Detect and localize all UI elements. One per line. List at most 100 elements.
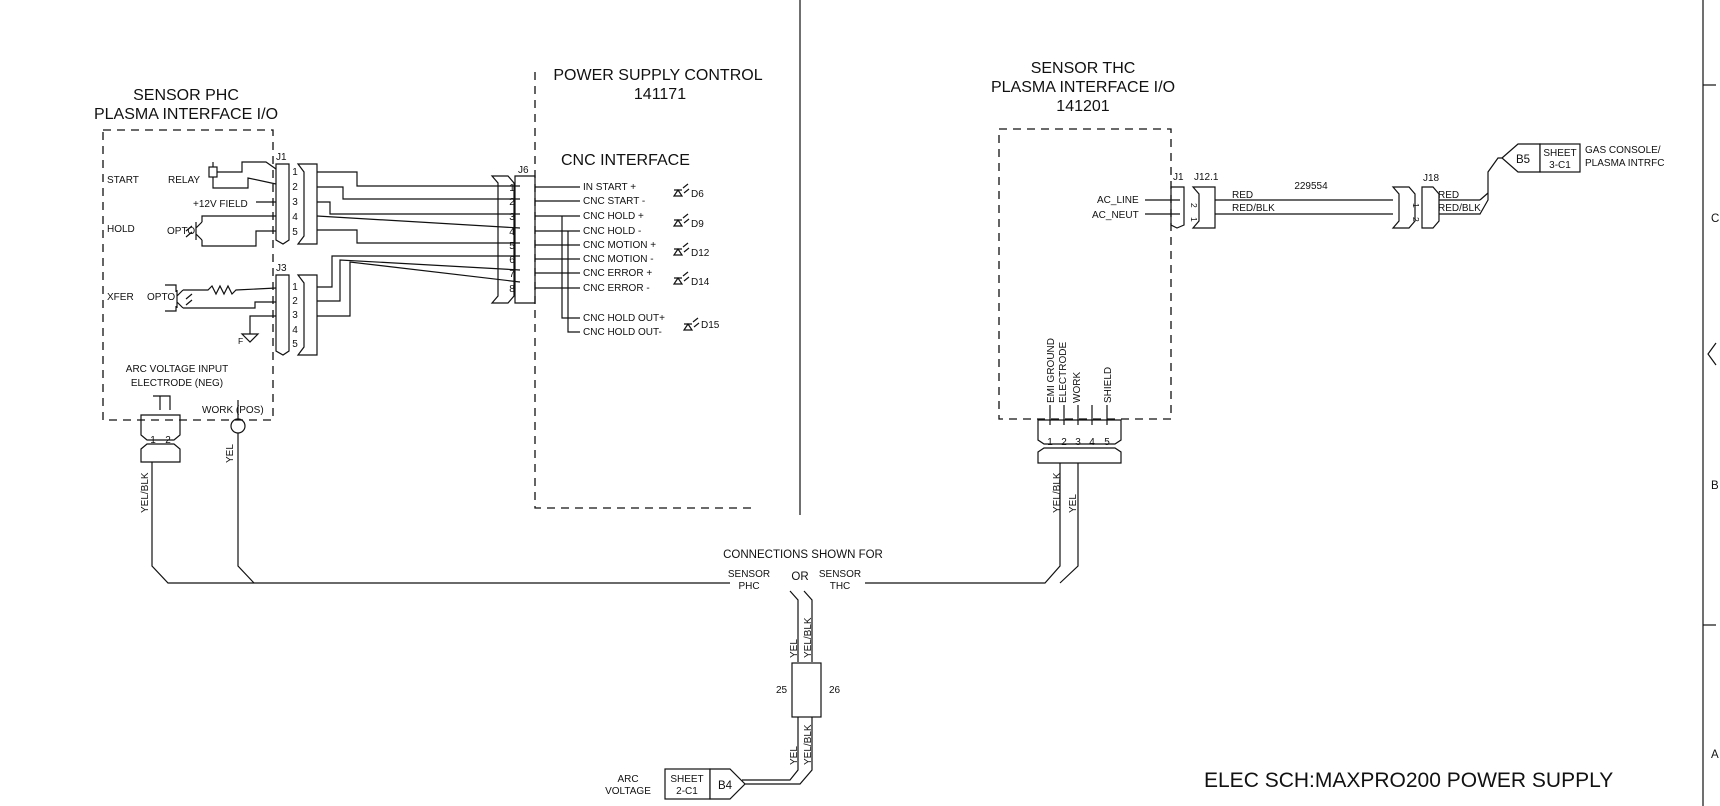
phc-opto1-label: OPTO	[167, 226, 195, 237]
cnc-signal-labels: IN START + CNC START - CNC HOLD + CNC HO…	[583, 182, 665, 338]
svg-text:CONNECTIONS SHOWN FOR: CONNECTIONS SHOWN FOR	[723, 549, 883, 561]
phc-to-j6-wiring	[316, 171, 521, 317]
opto-coupler-icon	[185, 215, 276, 247]
svg-text:1: 1	[292, 167, 298, 178]
phc-arc-label-2: ELECTRODE (NEG)	[131, 378, 223, 389]
thc-j121-label: J12.1	[1194, 172, 1219, 183]
svg-text:PHC: PHC	[738, 581, 759, 592]
svg-text:3: 3	[292, 310, 298, 321]
phc-ground-f: F	[238, 336, 243, 346]
phc-field-label: +12V FIELD	[193, 199, 248, 210]
bottom-wiring	[151, 433, 1079, 785]
j6-pins: 1 2 3 4 5 6 7 8	[509, 183, 515, 295]
svg-text:SHIELD: SHIELD	[1103, 367, 1114, 403]
svg-text:YEL: YEL	[789, 639, 800, 658]
phc-xfer-label: XFER	[107, 292, 134, 303]
thc-bottom-labels: EMI GROUND ELECTRODE WORK SHIELD	[1046, 338, 1114, 403]
border-letter-c: C	[1711, 213, 1719, 225]
svg-text:4: 4	[292, 325, 298, 336]
svg-text:2: 2	[292, 296, 298, 307]
thc-ac-line: AC_LINE	[1097, 195, 1139, 206]
svg-text:SHEET: SHEET	[670, 774, 703, 785]
svg-text:1: 1	[1411, 203, 1421, 208]
svg-text:GAS CONSOLE/: GAS CONSOLE/	[1585, 145, 1661, 156]
svg-text:D9: D9	[691, 219, 704, 230]
thc-wire-yel: YEL	[1068, 494, 1079, 513]
sheet-border: C B A	[799, 0, 1719, 806]
phc-title-2: PLASMA INTERFACE I/O	[94, 106, 278, 123]
svg-text:D15: D15	[701, 320, 720, 331]
svg-text:5: 5	[1104, 437, 1110, 448]
phc-j1-label: J1	[276, 152, 287, 163]
svg-text:CNC ERROR -: CNC ERROR -	[583, 283, 650, 294]
thc-ac-neut: AC_NEUT	[1092, 210, 1139, 221]
svg-text:CNC HOLD -: CNC HOLD -	[583, 226, 641, 237]
psc-j6-label: J6	[518, 165, 529, 176]
svg-text:CNC HOLD +: CNC HOLD +	[583, 211, 644, 222]
thc-cable-number: 229554	[1294, 181, 1328, 192]
svg-text:EMI GROUND: EMI GROUND	[1046, 338, 1057, 403]
svg-text:CNC HOLD OUT+: CNC HOLD OUT+	[583, 313, 665, 324]
svg-text:YEL: YEL	[789, 746, 800, 765]
svg-text:YEL/BLK: YEL/BLK	[803, 724, 814, 765]
phc-start-label: START	[107, 175, 139, 186]
thc-title-3: 141201	[1056, 98, 1109, 115]
offpage-connector-b4: ARC VOLTAGE SHEET 2-C1 B4	[605, 768, 746, 800]
svg-text:D12: D12	[691, 248, 710, 259]
phc-arc-label-1: ARC VOLTAGE INPUT	[126, 364, 228, 375]
svg-text:CNC MOTION -: CNC MOTION -	[583, 254, 654, 265]
border-letter-b: B	[1711, 480, 1719, 492]
thc-j18-label: J18	[1423, 173, 1440, 184]
opto-coupler-resistor-icon	[165, 284, 277, 312]
svg-text:ARC: ARC	[617, 774, 638, 785]
phc-j3-pins: 1 2 3 4 5	[292, 282, 298, 350]
led-diode-icons: D6 D9 D12 D14 D15	[672, 183, 720, 331]
svg-text:1: 1	[292, 282, 298, 293]
svg-text:SENSOR: SENSOR	[819, 569, 861, 580]
svg-text:THC: THC	[830, 581, 851, 592]
border-letter-a: A	[1711, 749, 1719, 761]
power-supply-control-block: POWER SUPPLY CONTROL 141171 CNC INTERFAC…	[490, 67, 763, 509]
svg-text:PLASMA INTRFC: PLASMA INTRFC	[1585, 158, 1664, 169]
svg-text:1: 1	[1047, 437, 1053, 448]
relay-icon	[208, 161, 277, 189]
svg-text:D6: D6	[691, 189, 704, 200]
phc-j3-label: J3	[276, 263, 287, 274]
thc-title-2: PLASMA INTERFACE I/O	[991, 79, 1175, 96]
phc-wire-yelblk: YEL/BLK	[140, 472, 151, 513]
sensor-phc-block: SENSOR PHC PLASMA INTERFACE I/O J1 J3 1 …	[94, 87, 318, 513]
svg-text:6: 6	[509, 255, 515, 266]
svg-text:5: 5	[292, 339, 298, 350]
thc-bottom-pins: 1 2 3 4 5	[1047, 437, 1110, 448]
svg-text:3: 3	[509, 212, 515, 223]
phc-title-1: SENSOR PHC	[133, 87, 239, 104]
svg-text:2: 2	[1189, 203, 1199, 208]
svg-text:5: 5	[509, 241, 515, 252]
psc-cnc-interface: CNC INTERFACE	[561, 152, 690, 169]
sensor-thc-block: SENSOR THC PLASMA INTERFACE I/O 141201 J…	[991, 60, 1508, 513]
phc-wire-yel: YEL	[225, 444, 236, 463]
svg-text:3: 3	[292, 197, 298, 208]
svg-text:3: 3	[1075, 437, 1081, 448]
svg-text:VOLTAGE: VOLTAGE	[605, 786, 651, 797]
svg-text:ELECTRODE: ELECTRODE	[1058, 342, 1069, 403]
svg-text:26: 26	[829, 685, 841, 696]
thc-title-1: SENSOR THC	[1031, 60, 1136, 77]
svg-text:OR: OR	[791, 571, 808, 583]
svg-text:1: 1	[150, 435, 156, 446]
svg-text:4: 4	[292, 212, 298, 223]
svg-text:IN START +: IN START +	[583, 182, 636, 193]
psc-title-2: 141171	[634, 86, 686, 103]
svg-text:CNC HOLD OUT-: CNC HOLD OUT-	[583, 327, 662, 338]
svg-text:4: 4	[509, 227, 515, 238]
sheet-title: ELEC SCH:MAXPRO200 POWER SUPPLY	[1204, 769, 1613, 792]
svg-text:5: 5	[292, 227, 298, 238]
phc-opto2-label: OPTO	[147, 292, 175, 303]
svg-text:1: 1	[1189, 217, 1199, 222]
svg-text:CNC START -: CNC START -	[583, 196, 645, 207]
phc-j1-pins: 1 2 3 4 5	[292, 167, 298, 238]
svg-text:2: 2	[1061, 437, 1067, 448]
svg-text:2: 2	[1411, 217, 1421, 222]
thc-wire-yelblk: YEL/BLK	[1052, 472, 1063, 513]
svg-text:YEL/BLK: YEL/BLK	[803, 617, 814, 658]
